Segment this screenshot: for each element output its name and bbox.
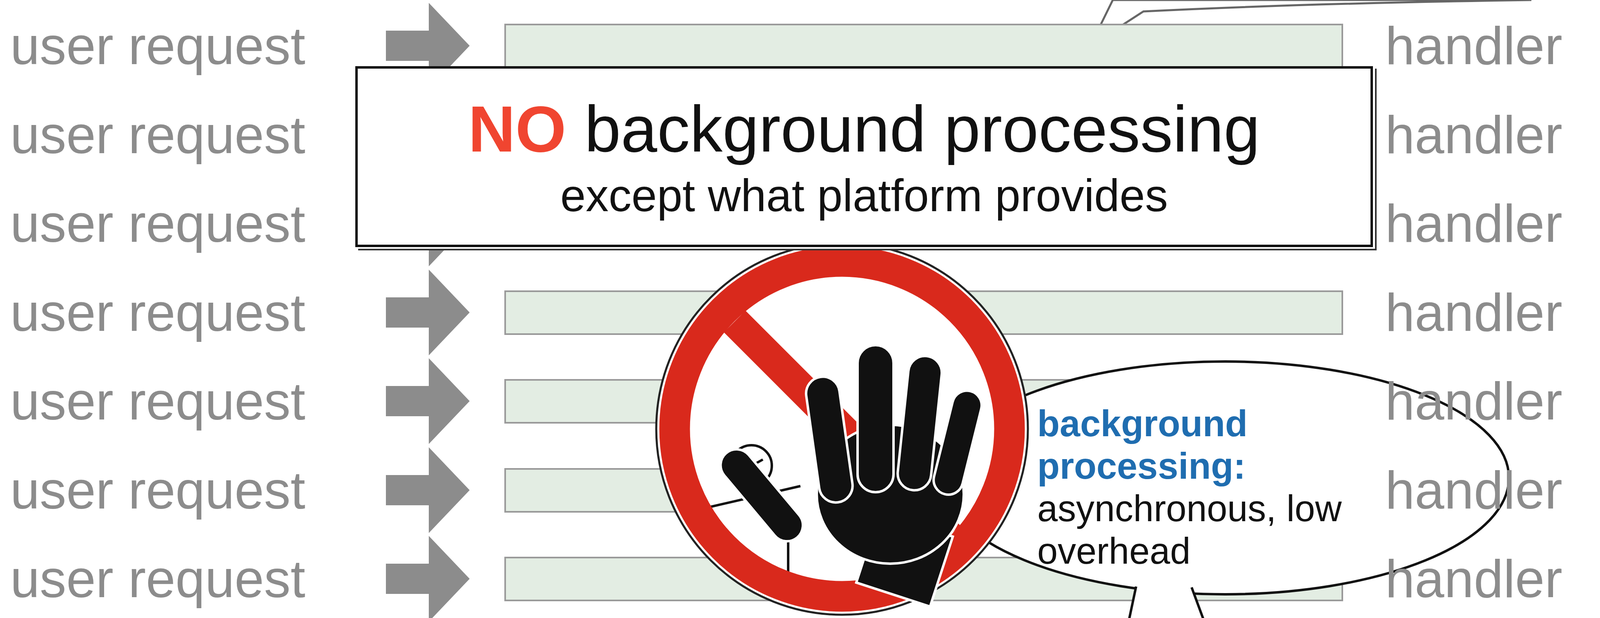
node-text: NO xyxy=(467,92,567,166)
callout-box: NObackground processingexcept what platf… xyxy=(355,66,1373,248)
hand-wrist xyxy=(856,512,953,607)
node-text: background processing: xyxy=(1037,403,1248,487)
request-label: user request xyxy=(10,192,306,255)
handler-label: handler xyxy=(1385,104,1563,166)
handler-bar xyxy=(505,291,1343,335)
handler-bar xyxy=(505,24,1343,68)
request-arrow xyxy=(385,447,470,533)
request-label: user request xyxy=(10,548,306,610)
hand-finger xyxy=(857,345,894,493)
person-body xyxy=(694,485,801,580)
hand-finger xyxy=(895,354,944,493)
node-text: asynchronous, low overhead xyxy=(1037,488,1342,572)
handler-label: handler xyxy=(1385,281,1563,344)
hand-palm xyxy=(816,424,964,564)
request-label: user request xyxy=(10,459,306,521)
bubble-tail xyxy=(1127,586,1206,618)
hand-thumb xyxy=(714,442,810,548)
bubble-tail-fill xyxy=(1127,583,1206,618)
request-arrow xyxy=(385,535,470,618)
request-label: user request xyxy=(10,281,306,344)
text-line: background processing: xyxy=(1037,402,1389,488)
node-text: background processing xyxy=(584,92,1260,166)
request-label: user request xyxy=(10,15,306,77)
handler-label: handler xyxy=(1385,548,1563,610)
person-head xyxy=(730,445,772,486)
request-arrow xyxy=(385,358,470,444)
hand-finger xyxy=(804,374,855,505)
sign-bar xyxy=(734,321,950,537)
handler-label: handler xyxy=(1385,370,1563,432)
node-text: except what platform provides xyxy=(560,169,1168,221)
text-line: NObackground processing xyxy=(467,90,1260,168)
text-line: asynchronous, low overhead xyxy=(1037,487,1389,573)
person-eyes xyxy=(739,459,763,464)
text-line: except what platform provides xyxy=(560,167,1168,223)
sign-ring xyxy=(674,261,1010,597)
request-label: user request xyxy=(10,370,306,432)
person-mouth xyxy=(747,468,756,481)
handler-label: handler xyxy=(1385,15,1563,77)
handler-label: handler xyxy=(1385,459,1563,521)
handler-label: handler xyxy=(1385,192,1563,255)
request-label: user request xyxy=(10,104,306,166)
request-arrow xyxy=(385,269,470,356)
